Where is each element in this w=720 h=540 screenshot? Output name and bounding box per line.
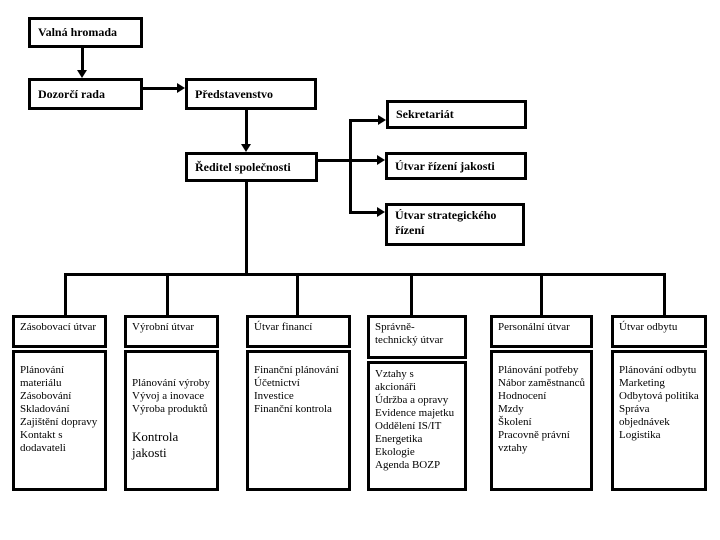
node-valna-hromada: Valná hromada: [28, 17, 143, 48]
arrowhead-right-icon: [377, 155, 385, 165]
node-sekretariat: Sekretariát: [386, 100, 527, 129]
dept-body-personalni-utvar: Plánování potřeby Nábor zaměstnanců Hodn…: [490, 350, 593, 491]
dept-body-text-large: Kontrola jakosti: [132, 429, 179, 460]
node-reditel-spolecnosti: Ředitel společnosti: [185, 152, 318, 182]
arrowhead-down-icon: [241, 144, 251, 152]
node-predstavenstvo: Představenstvo: [185, 78, 317, 110]
connector-drop-zasobovaci: [64, 276, 67, 315]
dept-header-zasobovaci-utvar: Zásobovací útvar: [12, 315, 107, 348]
connector-drop-personalni: [540, 276, 543, 315]
dept-body-text: Plánování výroby Vývoj a inovace Výroba …: [132, 377, 210, 415]
dept-header-vyrobni-utvar: Výrobní útvar: [124, 315, 219, 348]
node-utvar-rizeni-jakosti: Útvar řízení jakosti: [385, 152, 527, 180]
arrowhead-right-icon: [378, 115, 386, 125]
dept-header-spravne-technicky-utvar: Správně- technický útvar: [367, 315, 467, 359]
dept-body-vyrobni-utvar: Plánování výroby Vývoj a inovace Výroba …: [124, 350, 219, 491]
node-dozorci-rada: Dozorčí rada: [28, 78, 143, 110]
connector-reditel-to-bus: [245, 182, 248, 275]
arrowhead-right-icon: [177, 83, 185, 93]
connector-spine-to-strategicke: [352, 211, 377, 214]
connector-spine-to-sekretariat: [352, 119, 378, 122]
connector-spine-vertical: [349, 119, 352, 214]
connector-bus-horizontal: [64, 273, 666, 276]
connector-dozorci-to-predstavenstvo: [143, 87, 177, 90]
dept-header-utvar-financi: Útvar financí: [246, 315, 351, 348]
connector-drop-odbytu: [663, 276, 666, 315]
dept-body-spravne-technicky-utvar: Vztahy s akcionáři Údržba a opravy Evide…: [367, 361, 467, 491]
dept-body-utvar-financi: Finanční plánování Účetnictví Investice …: [246, 350, 351, 491]
connector-drop-financi: [296, 276, 299, 315]
connector-reditel-to-jakosti: [318, 159, 377, 162]
node-utvar-strategickeho-rizeni: Útvar strategického řízení: [385, 203, 525, 246]
dept-body-zasobovaci-utvar: Plánování materiálu Zásobování Skladován…: [12, 350, 107, 491]
connector-drop-spravne-technicky: [410, 276, 413, 315]
connector-drop-vyrobni: [166, 276, 169, 315]
dept-header-personalni-utvar: Personální útvar: [490, 315, 593, 348]
dept-header-utvar-odbytu: Útvar odbytu: [611, 315, 707, 348]
arrowhead-right-icon: [377, 207, 385, 217]
connector-valna-to-dozorci: [81, 48, 84, 71]
connector-predstavenstvo-to-reditel: [245, 110, 248, 145]
dept-body-utvar-odbytu: Plánování odbytu Marketing Odbytová poli…: [611, 350, 707, 491]
arrowhead-down-icon: [77, 70, 87, 78]
